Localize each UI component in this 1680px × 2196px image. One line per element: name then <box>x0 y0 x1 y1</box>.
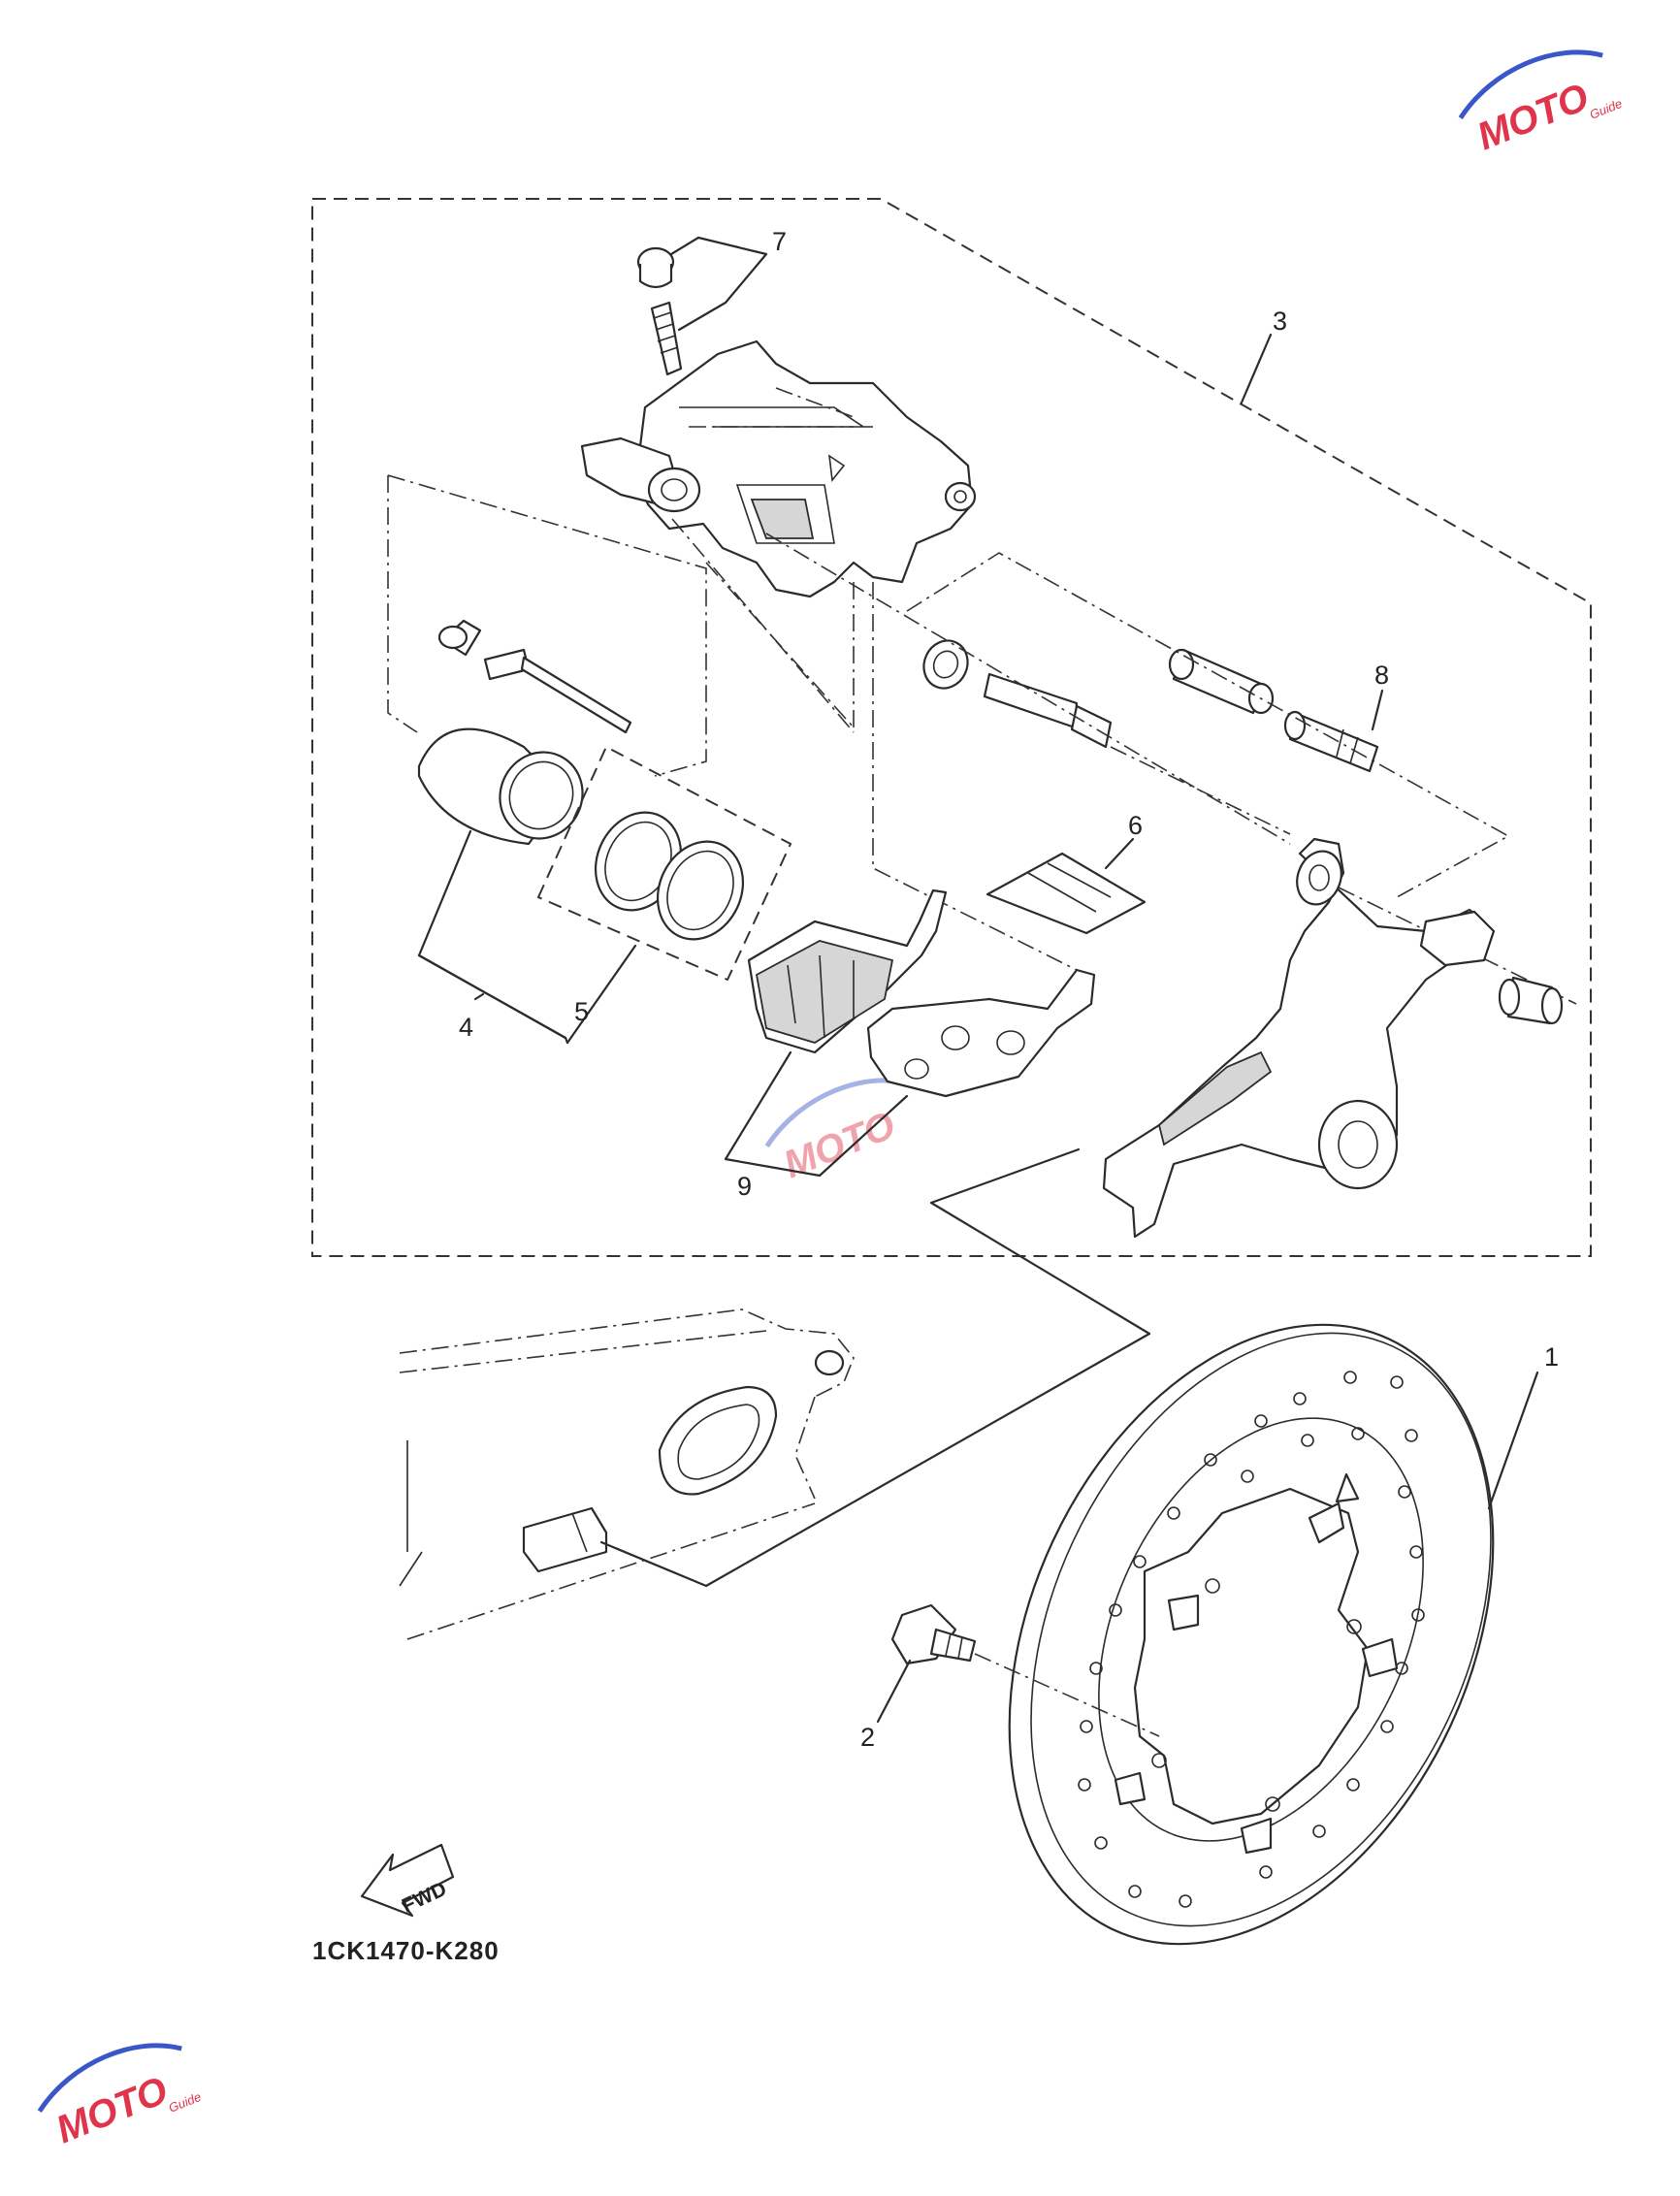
slide-pin-left <box>437 619 632 734</box>
bleed-screw <box>636 246 683 376</box>
brake-disc <box>1008 1323 1495 1946</box>
callout-4: 4 <box>459 1013 473 1042</box>
brake-pad-front <box>747 888 948 1054</box>
leader-3 <box>1240 333 1273 404</box>
piston-seals <box>536 745 792 982</box>
diagram-code: 1CK1470-K280 <box>312 1936 500 1965</box>
pad-spring <box>985 852 1147 935</box>
bracket-collar <box>1498 976 1564 1025</box>
leader-7 <box>669 236 768 332</box>
callout-9: 9 <box>737 1172 752 1201</box>
brake-pad-rear <box>866 968 1096 1098</box>
callout-7: 7 <box>772 227 787 256</box>
piston-guide-lines <box>387 474 855 777</box>
caliper-bolt <box>922 639 1113 749</box>
caliper-guide-line <box>671 518 1087 976</box>
swoosh-icon <box>37 2043 182 2114</box>
disc-holes <box>1078 1371 1425 1908</box>
leader-6 <box>1104 837 1135 870</box>
swing-arm-leader <box>599 1147 1151 1588</box>
leader-8 <box>1371 689 1384 731</box>
callout-3: 3 <box>1273 307 1287 336</box>
leader-5 <box>565 944 637 1045</box>
watermark-subtext: Guide <box>167 2089 204 2115</box>
callout-2: 2 <box>860 1723 875 1752</box>
leader-9 <box>724 1050 909 1178</box>
swoosh-icon <box>1458 49 1603 120</box>
leader-2 <box>876 1659 912 1724</box>
swing-arm <box>399 1308 855 1640</box>
pin-sleeve <box>1168 648 1275 715</box>
callout-8: 8 <box>1374 661 1389 690</box>
assembly-boundary <box>311 198 1592 1257</box>
disc-bolt <box>890 1603 1160 1737</box>
pad-pin <box>1283 710 1379 773</box>
callout-6: 6 <box>1128 811 1143 840</box>
callout-1: 1 <box>1544 1342 1559 1372</box>
leader-4 <box>417 829 567 1040</box>
caliper-bracket <box>1102 837 1496 1239</box>
leader-1 <box>1487 1371 1539 1510</box>
caliper-body <box>580 339 977 598</box>
bracket-guide-lines <box>765 533 1577 1005</box>
piston <box>417 727 584 846</box>
watermark-bottom: MOTO Guide <box>37 2043 204 2151</box>
watermark-subtext: Guide <box>1588 96 1625 122</box>
watermark-top: MOTO Guide <box>1458 49 1625 158</box>
leader-4-5-bracket <box>417 953 569 1045</box>
callout-5: 5 <box>574 997 589 1026</box>
fwd-arrow-icon: FWD <box>360 1843 455 1918</box>
